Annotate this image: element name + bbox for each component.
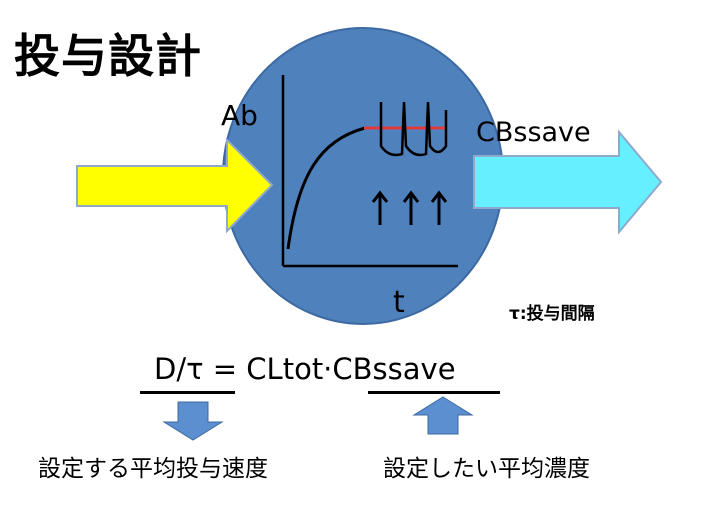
formula: D/τ = CLtot·CBssave: [154, 352, 456, 386]
output-label: CBssave: [476, 117, 591, 148]
body-circle: [222, 27, 504, 325]
x-axis-label: t: [393, 285, 405, 320]
formula-underline-right: [368, 391, 500, 394]
output-arrow: [473, 129, 663, 235]
tau-note: τ:投与間隔: [509, 304, 595, 324]
caption-left: 設定する平均投与速度: [38, 456, 268, 482]
dose-arrow-1: [371, 190, 389, 225]
input-arrow: [76, 137, 274, 234]
y-axis-label: Ab: [221, 99, 258, 132]
accumulation-curve: [286, 126, 366, 250]
sawtooth-curve: [379, 101, 448, 157]
down-arrow: [162, 401, 224, 441]
slide-title: 投与設計: [14, 29, 202, 83]
formula-underline-left: [140, 391, 235, 394]
caption-right: 設定したい平均濃度: [383, 456, 590, 482]
dose-arrow-3: [430, 190, 448, 225]
dose-arrow-2: [402, 190, 420, 225]
up-arrow: [412, 396, 474, 435]
